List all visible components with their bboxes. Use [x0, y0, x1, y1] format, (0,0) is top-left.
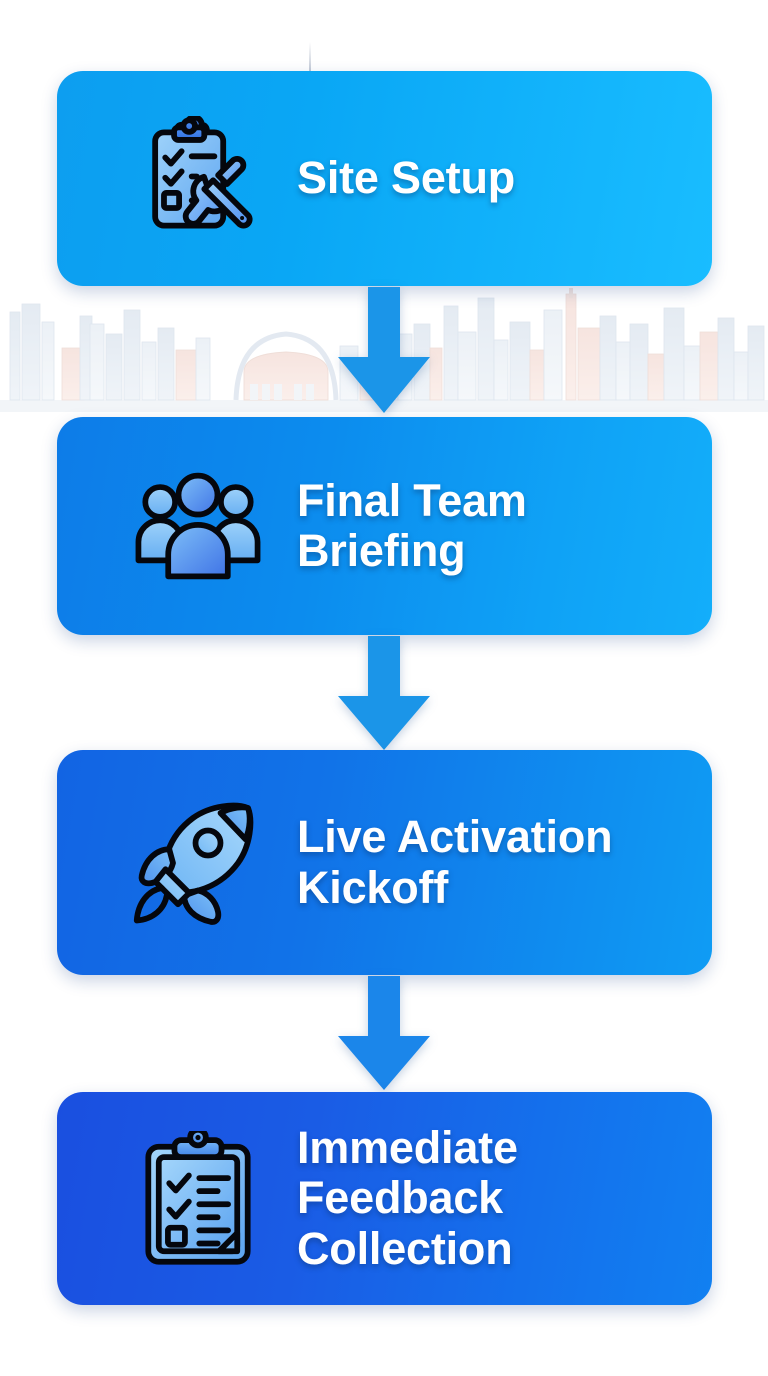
arrow-down-icon	[338, 976, 430, 1090]
flow-step-card-1[interactable]: Site Setup	[57, 71, 712, 286]
flow-step-label-1: Site Setup	[297, 152, 516, 204]
people-group-icon	[123, 470, 273, 582]
flow-step-card-3[interactable]: Live Activation Kickoff	[57, 750, 712, 975]
rocket-icon	[123, 800, 273, 926]
clipboard-checklist-icon	[123, 1130, 273, 1267]
flow-step-card-2[interactable]: Final Team Briefing	[57, 417, 712, 635]
arrow-down-icon	[338, 636, 430, 750]
skyline-antenna-icon	[309, 42, 311, 73]
arrow-down-icon	[338, 287, 430, 413]
flow-step-label-3: Live Activation Kickoff	[297, 811, 613, 913]
flow-step-label-2: Final Team Briefing	[297, 474, 527, 576]
city-skyline-watermark	[0, 288, 768, 412]
clipboard-wrench-icon	[123, 115, 273, 242]
flow-step-card-4[interactable]: Immediate Feedback Collection	[57, 1092, 712, 1305]
flow-step-label-4: Immediate Feedback Collection	[297, 1121, 518, 1274]
